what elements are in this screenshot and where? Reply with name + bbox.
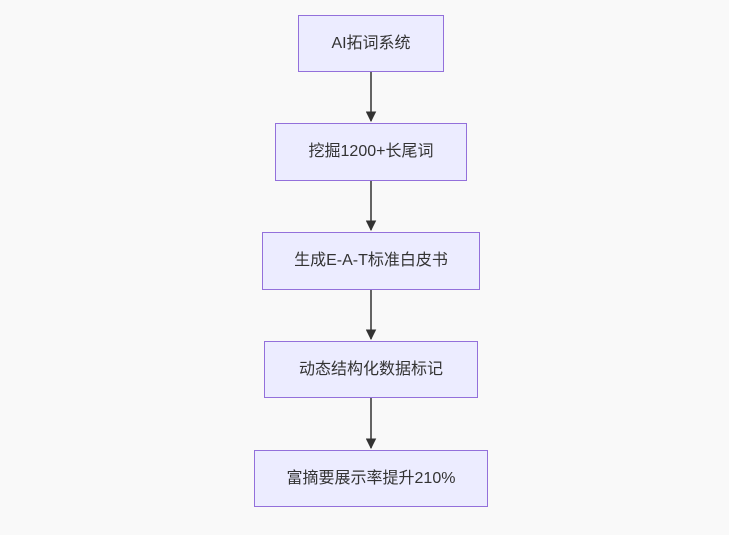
- flow-node-rich-snippet-uplift: 富摘要展示率提升210%: [254, 450, 488, 507]
- flow-node-label: 富摘要展示率提升210%: [286, 469, 456, 487]
- flow-node-ai-expansion-system: AI拓词系统: [298, 15, 444, 72]
- flow-node-label: 挖掘1200+长尾词: [308, 143, 434, 161]
- flow-node-label: 动态结构化数据标记: [298, 360, 443, 378]
- flow-node-label: 生成E-A-T标准白皮书: [294, 252, 448, 270]
- flow-node-structured-data-markup: 动态结构化数据标记: [264, 341, 478, 398]
- flow-node-longtail-mining: 挖掘1200+长尾词: [275, 123, 467, 181]
- flow-node-label: AI拓词系统: [331, 34, 411, 52]
- flow-node-eat-whitepaper: 生成E-A-T标准白皮书: [262, 232, 480, 290]
